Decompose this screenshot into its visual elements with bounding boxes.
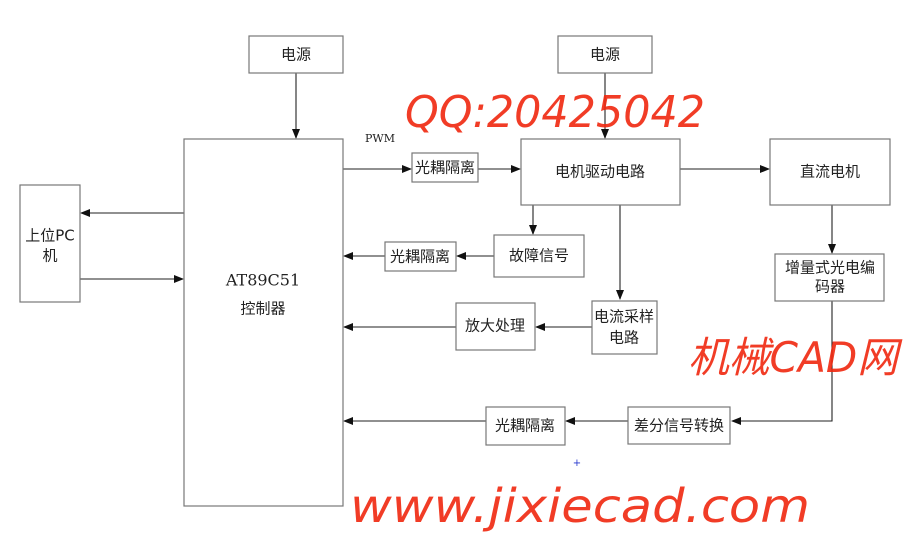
host-pc-block: 上位PC 机 [19,184,81,303]
pc-label-1: 上位PC [25,227,75,245]
power1-label: 电源 [281,46,311,64]
current-label-1: 电流采样 [594,308,654,326]
motor-driver-block: 电机驱动电路 [520,138,681,206]
motor-driver-label: 电机驱动电路 [555,163,645,181]
power2-label: 电源 [590,46,620,64]
opto-isolator-1: 光耦隔离 [411,152,479,183]
opto2-label: 光耦隔离 [390,248,450,266]
fault-label: 故障信号 [509,247,569,265]
opto3-label: 光耦隔离 [495,417,555,435]
watermark-line-1: 机械CAD网 [688,333,903,382]
controller-model: AT89C51 [225,271,300,290]
connectors [80,73,836,425]
current-label-2: 电路 [609,329,639,347]
pwm-label: PWM [365,132,395,145]
watermark-line-2: www.jixiecad.com [350,479,810,533]
opto1-label: 光耦隔离 [415,159,475,177]
controller-block: AT89C51 控制器 [183,138,344,507]
current-sampling-block: 电流采样 电路 [591,300,658,355]
opto-isolator-2: 光耦隔离 [384,241,457,272]
fault-signal-block: 故障信号 [493,234,585,278]
controller-label: 控制器 [240,300,285,318]
dc-motor-label: 直流电机 [800,163,860,181]
amplify-label: 放大处理 [465,317,525,335]
power-supply-2: 电源 [557,35,653,74]
differential-label: 差分信号转换 [634,417,724,435]
pc-label-2: 机 [42,247,57,265]
encoder-label-1: 增量式光电编 [785,259,875,277]
watermark: 机械CAD网 www.jixiecad.com QQ:20425042 [350,87,903,533]
amplify-block: 放大处理 [455,302,536,351]
power-supply-1: 电源 [248,35,344,74]
dc-motor-block: 直流电机 [769,138,891,206]
differential-signal-block: 差分信号转换 [627,406,731,445]
encoder-block: 增量式光电编 码器 [774,253,885,302]
opto-isolator-3: 光耦隔离 [485,406,566,446]
encoder-label-2: 码器 [815,278,845,296]
watermark-line-3: QQ:20425042 [405,87,705,138]
cursor-crosshair-icon: + [573,458,581,469]
